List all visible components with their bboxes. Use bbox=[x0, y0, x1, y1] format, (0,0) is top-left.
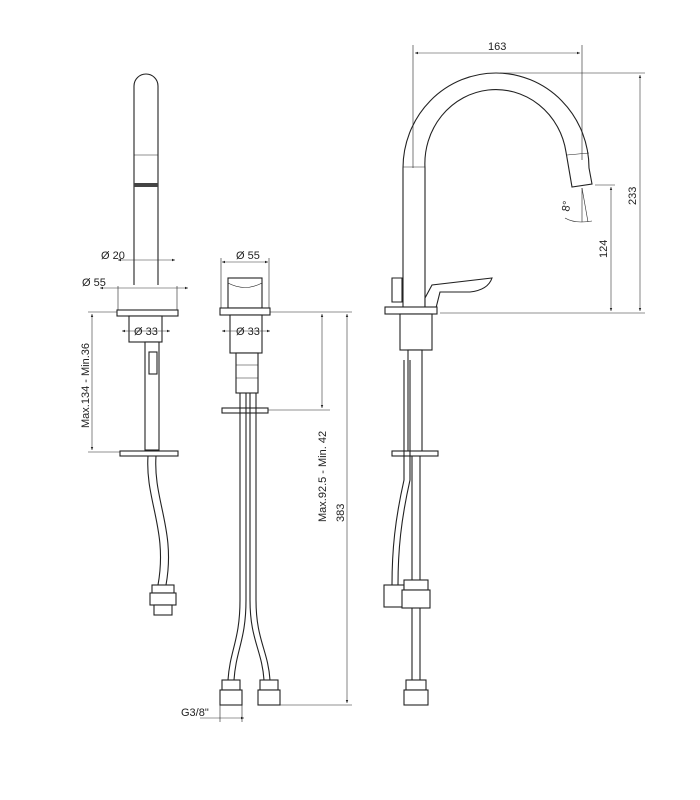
side-view: Ø 20 Ø 55 Ø 33 Max.134 - Min.36 bbox=[80, 73, 188, 616]
handle-diameter-label: Ø 55 bbox=[236, 250, 260, 262]
spout-angle-label: 8° bbox=[560, 200, 574, 212]
height-label: 233 bbox=[627, 187, 639, 205]
front-view: Ø 55 Ø 33 G3/8" Max.92.5 - Min. 42 383 bbox=[181, 250, 352, 722]
base-diameter-label: Ø 55 bbox=[82, 277, 106, 289]
connection-label: G3/8" bbox=[181, 707, 209, 719]
body-diameter-label: Ø 33 bbox=[134, 326, 158, 338]
spout-height-label: 124 bbox=[598, 240, 610, 258]
reach-label: 163 bbox=[488, 41, 506, 53]
front-deck-thickness-label: Max.92.5 - Min. 42 bbox=[317, 431, 329, 522]
deck-thickness-label: Max.134 - Min.36 bbox=[80, 343, 92, 428]
front-body-diameter-label: Ø 33 bbox=[236, 326, 260, 338]
profile-view: 163 233 124 8° bbox=[383, 41, 645, 706]
spout-diameter-label: Ø 20 bbox=[101, 250, 125, 262]
total-length-label: 383 bbox=[335, 504, 347, 522]
